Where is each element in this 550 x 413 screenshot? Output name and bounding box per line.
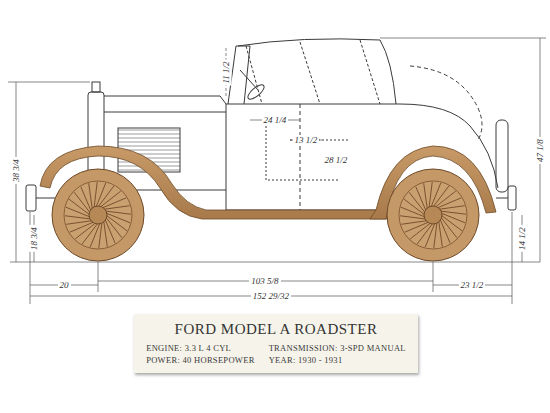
spoke <box>104 206 130 210</box>
hub <box>424 206 442 224</box>
dimension-lines <box>8 38 546 304</box>
rim <box>399 181 467 249</box>
front-bumper <box>26 185 36 211</box>
hood-line <box>104 112 226 113</box>
spoke <box>106 213 130 223</box>
caption-card: FORD MODEL A ROADSTER ENGINE: 3.3 L 4 CYL… <box>134 314 418 373</box>
wheel <box>52 169 144 261</box>
soft-top <box>238 39 396 104</box>
dimension-label: 11 1/2 <box>221 59 232 85</box>
dimension-label: 152 29/32 <box>251 291 291 302</box>
dimension-label: 38 3/4 <box>10 157 21 184</box>
spoke <box>424 183 428 209</box>
tyre <box>387 169 479 261</box>
extension-line <box>380 38 546 39</box>
rear-bumper <box>508 186 516 210</box>
extension-line <box>98 262 99 292</box>
wheels <box>52 169 479 261</box>
spare-tyre <box>496 120 508 192</box>
extension-line <box>433 262 434 292</box>
dimension-label: 103 5/8 <box>249 276 280 287</box>
wheel <box>387 169 479 261</box>
spoke <box>104 221 108 247</box>
dimension-label: 47 1/8 <box>534 137 545 164</box>
spec-line: YEAR: 1930 - 1931 <box>269 355 406 365</box>
steering-wheel <box>246 83 266 102</box>
spoke <box>401 221 427 225</box>
spoke <box>89 183 93 209</box>
spec-line: POWER: 40 HORSEPOWER <box>146 355 254 365</box>
rumble-seat <box>410 66 482 140</box>
body-sill <box>226 190 400 210</box>
dimension-label: 24 1/4 <box>262 115 289 126</box>
spoke <box>439 206 465 210</box>
spoke <box>439 221 443 247</box>
spoke <box>441 213 465 223</box>
ground-line <box>10 262 540 263</box>
dimension-label: 13 1/2 <box>293 135 320 146</box>
spoke <box>66 221 92 225</box>
tyre <box>52 169 144 261</box>
dimension-label: 18 3/4 <box>28 225 39 252</box>
top-bows <box>246 40 380 104</box>
seat-outline <box>266 118 350 180</box>
dimension-label: 20 <box>58 280 71 291</box>
dimension-label: 28 1/2 <box>323 155 350 166</box>
card-title: FORD MODEL A ROADSTER <box>146 321 406 338</box>
spec-line: TRANSMISSION: 3-SPD MANUAL <box>269 343 406 353</box>
bumper-bracket <box>496 198 508 199</box>
extension-line <box>8 82 90 83</box>
rim <box>64 181 132 249</box>
spec-line: ENGINE: 3.3 L 4 CYL <box>146 343 254 353</box>
dimension-label: 23 1/2 <box>459 280 486 291</box>
extension-line <box>512 212 513 304</box>
dimension-label: 14 1/2 <box>516 225 527 252</box>
radiator-cap <box>92 82 100 92</box>
hub <box>89 206 107 224</box>
